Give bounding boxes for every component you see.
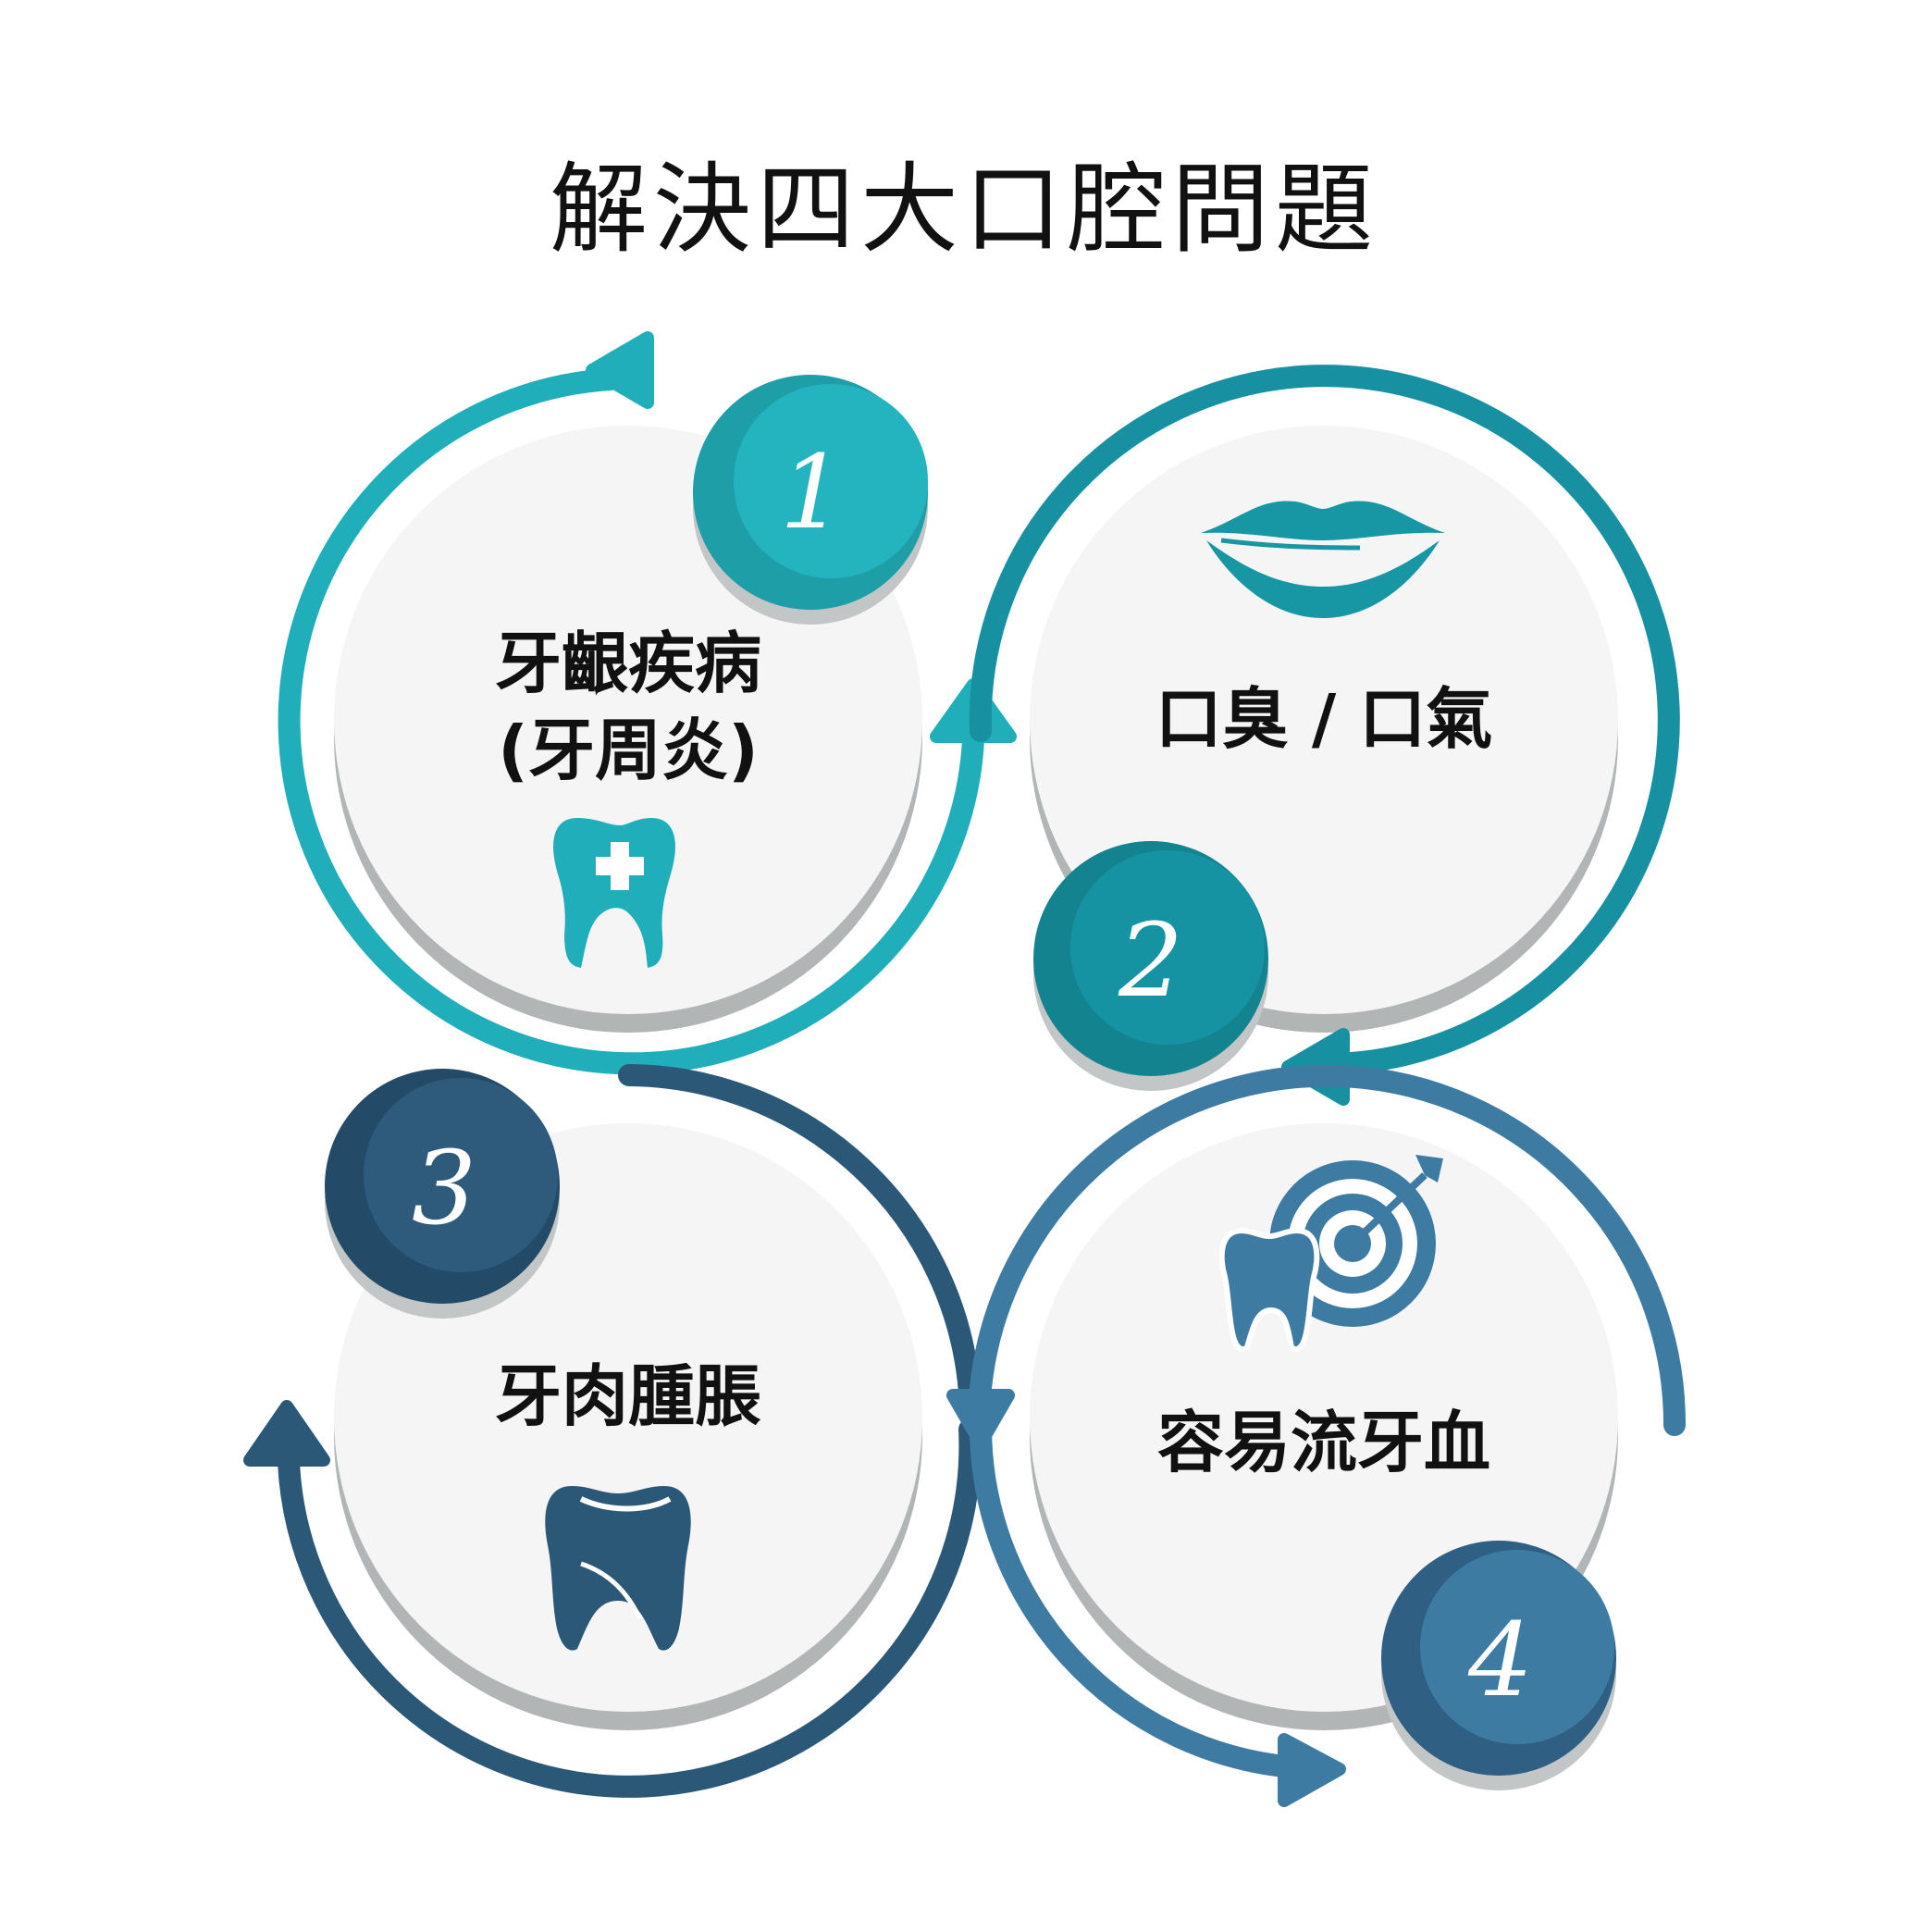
cycle-step-1: 1 — [278, 331, 1017, 1075]
cycle-arrow-arc — [278, 1418, 982, 1798]
cycle-arrow-arc — [278, 368, 984, 1075]
arrow-head-icon — [243, 1400, 330, 1467]
step-number: 1 — [780, 433, 845, 551]
cycle-arrow-arc — [969, 1414, 1304, 1778]
step-label-2: 口臭 / 口氣 — [1155, 680, 1493, 758]
cycle-arrow-arc — [618, 1064, 981, 1404]
step-number: 4 — [1467, 1601, 1533, 1719]
cycle-arrow-arc — [969, 365, 1680, 1075]
step-label-1: 牙齦疾病 (牙周炎) — [494, 625, 761, 789]
step-number: 2 — [1118, 901, 1183, 1020]
badge-highlight — [1070, 850, 1265, 1045]
badge-highlight — [364, 1078, 558, 1272]
tooth-plus-icon — [553, 818, 675, 968]
lips-icon — [1201, 501, 1445, 618]
step-number: 3 — [412, 1129, 476, 1247]
step-label-4: 容易流牙血 — [1156, 1404, 1490, 1481]
arrow-head-icon — [586, 331, 654, 409]
badge-highlight — [1420, 1550, 1614, 1744]
cycle-arrow-arc — [970, 1064, 1687, 1436]
arrow-head-icon — [946, 1389, 1015, 1450]
cycle-step-3: 3 — [243, 1064, 982, 1798]
page-title: 解決四大口腔問題 — [550, 153, 1378, 266]
step-label-3: 牙肉腫脹 — [494, 1357, 761, 1435]
tooth-target-icon — [1218, 1155, 1443, 1352]
arrow-head-icon — [1278, 1733, 1346, 1807]
cycle-step-2: 2 — [969, 365, 1680, 1106]
badge-highlight — [734, 384, 928, 578]
tooth-icon — [545, 1486, 691, 1651]
cycle-step-4: 4 — [946, 1064, 1687, 1807]
